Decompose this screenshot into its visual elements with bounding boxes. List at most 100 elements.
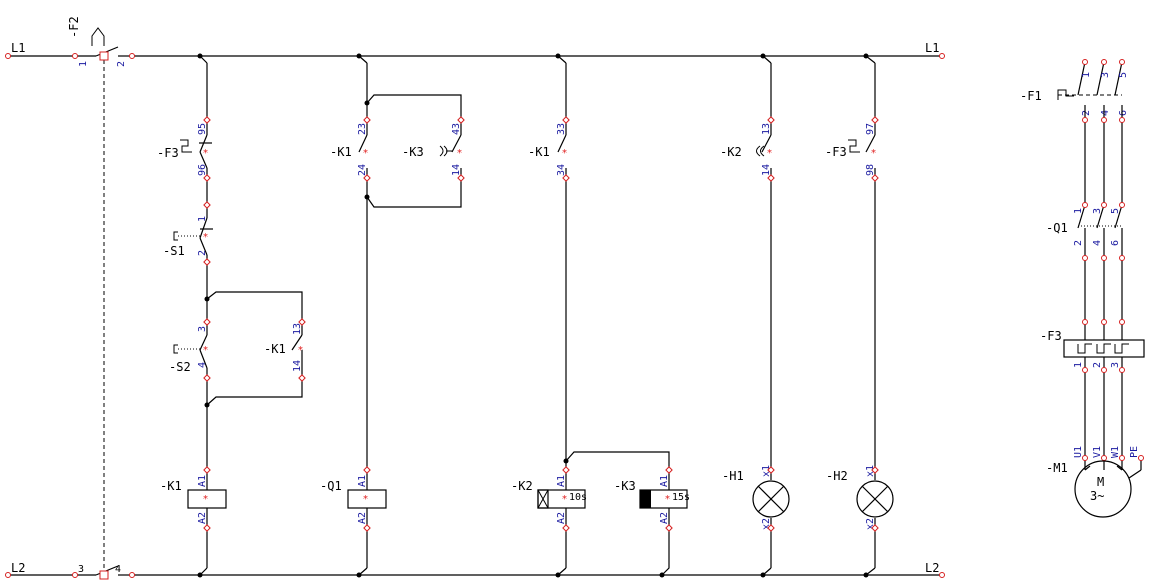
f3-tag: -F3 (157, 146, 179, 160)
terminal-marker (665, 524, 673, 532)
terminal-marker (203, 201, 211, 209)
k1-q1-tag: -K1 (330, 145, 352, 159)
terminal-marker (562, 524, 570, 532)
f3-pin-96: 96 (197, 164, 208, 176)
terminal-marker (363, 524, 371, 532)
terminal-marker (363, 116, 371, 124)
h1-pin-x2: x2 (761, 518, 772, 530)
k2-timed-contact: -K2 13 14 * (720, 123, 772, 176)
k1-hold-tag: -K1 (264, 342, 286, 356)
k3-timer-coil: -K3 15s A1 A2 * (614, 475, 690, 524)
svg-text:*: * (562, 148, 567, 159)
terminal-marker (298, 374, 306, 382)
f3-main-pin-1: 1 (1073, 362, 1084, 368)
rail-l1: L1 L1 (5, 41, 945, 59)
m1-motor: M 3~ -M1 U1 V1 W1 PE (1046, 446, 1142, 518)
rail-l2-right-label: L2 (925, 561, 939, 575)
f1-tag: -F1 (1020, 89, 1042, 103)
k1-coil-tag: -K1 (160, 479, 182, 493)
svg-text:*: * (562, 494, 567, 505)
m1-pin-u1: U1 (1073, 446, 1084, 458)
s1-pin-2: 2 (197, 250, 208, 256)
f1-pin-4: 4 (1100, 110, 1111, 116)
k3-coil-pin-a2: A2 (659, 512, 670, 524)
q1-main-pin-5: 5 (1110, 208, 1121, 214)
k1-coil-pin-a2: A2 (197, 512, 208, 524)
terminal-marker (203, 374, 211, 382)
k2-contact-tag: -K2 (720, 145, 742, 159)
h2-pin-x1: x1 (865, 465, 876, 477)
h1-pin-x1: x1 (761, 465, 772, 477)
svg-text:*: * (363, 148, 368, 159)
k2-coil-pin-a1: A1 (556, 475, 567, 487)
h1-lamp: -H1 x1 x2 (722, 465, 790, 530)
svg-text:*: * (767, 148, 772, 159)
terminal-marker (767, 466, 775, 474)
svg-text:*: * (871, 148, 876, 159)
terminal-marker (203, 174, 211, 182)
m1-phases: 3~ (1090, 489, 1104, 503)
terminal-marker (203, 116, 211, 124)
m1-symbol: M (1097, 475, 1104, 489)
k1-hold-pin-14: 14 (292, 360, 303, 372)
q1-main-tag: -Q1 (1046, 221, 1068, 235)
k1-timer-pin-33: 33 (556, 123, 567, 135)
k3-bypass-tag: -K3 (402, 145, 424, 159)
terminal-marker (871, 466, 879, 474)
f3-no-contact: -F3 97 98 * (825, 123, 876, 176)
m1-tag: -M1 (1046, 461, 1068, 475)
terminal-marker (298, 318, 306, 326)
terminal-marker (203, 318, 211, 326)
f2-pin-1: 1 (78, 61, 89, 67)
q1-coil-pin-a2: A2 (357, 512, 368, 524)
k1-no-contact-33-34: -K1 33 34 * (528, 123, 567, 176)
k1-coil-pin-a1: A1 (197, 475, 208, 487)
f2-tag: -F2 (67, 16, 81, 38)
terminal-marker (363, 174, 371, 182)
svg-text:*: * (665, 494, 670, 505)
column-q1: -K1 23 24 * -K3 43 14 * -Q1 A1 A2 * (320, 53, 462, 578)
f1-pin-5: 5 (1118, 72, 1129, 78)
f1-pin-2: 2 (1081, 110, 1092, 116)
s2-tag: -S2 (169, 360, 191, 374)
s1-pin-1: 1 (197, 216, 208, 222)
f1-breaker: -F1 1 3 5 2 4 6 (1020, 59, 1129, 116)
k3-coil-tag: -K3 (614, 479, 636, 493)
h2-lamp: -H2 x1 x2 (826, 465, 894, 530)
terminal-marker (665, 466, 673, 474)
q1-main-pin-4: 4 (1092, 240, 1103, 246)
terminal-marker (767, 116, 775, 124)
h1-tag: -H1 (722, 469, 744, 483)
terminal-marker (457, 116, 465, 124)
m1-pin-v1: V1 (1092, 446, 1103, 458)
terminal-marker (203, 466, 211, 474)
terminal-marker (562, 116, 570, 124)
f3-main-pin-2: 2 (1092, 362, 1103, 368)
rail-l2-left-label: L2 (11, 561, 25, 575)
k2-contact-pin-14: 14 (761, 164, 772, 176)
k3-bypass-pin-43: 43 (451, 123, 462, 135)
svg-text:*: * (203, 345, 208, 356)
s1-stop-button: -S1 1 2 * (163, 216, 213, 258)
f3-overload-relay: -F3 1 2 3 (1040, 329, 1145, 368)
f2-pin-4: 4 (115, 564, 121, 575)
f1-pin-6: 6 (1118, 110, 1129, 116)
s2-pin-3: 3 (197, 326, 208, 332)
terminal-marker (871, 524, 879, 532)
k1-hold-contact: -K1 13 14 * (264, 323, 303, 372)
k1-q1-pin-23: 23 (357, 123, 368, 135)
s1-tag: -S1 (163, 244, 185, 258)
terminal-marker (562, 174, 570, 182)
k2-timer-coil: -K2 10s A1 A2 * (511, 475, 587, 524)
f2-pin-3: 3 (78, 564, 84, 575)
q1-main-pin-1: 1 (1073, 208, 1084, 214)
k1-q1-pin-24: 24 (357, 164, 368, 176)
f3-main-tag: -F3 (1040, 329, 1062, 343)
terminal-marker (457, 174, 465, 182)
q1-main-pin-3: 3 (1092, 208, 1103, 214)
terminal-marker (203, 524, 211, 532)
rail-l1-right-label: L1 (925, 41, 939, 55)
k3-coil-pin-a1: A1 (659, 475, 670, 487)
q1-coil-pin-a1: A1 (357, 475, 368, 487)
